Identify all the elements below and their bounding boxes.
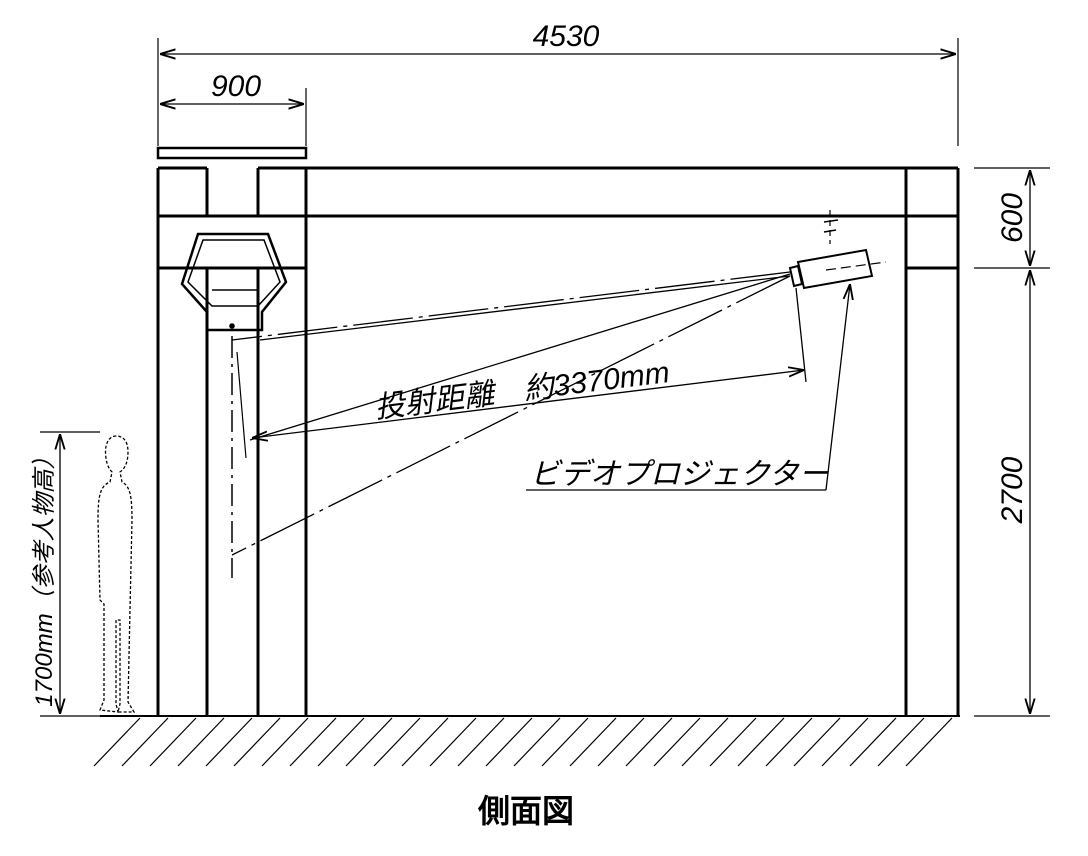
hatch-stroke: [345, 717, 393, 767]
hatch-stroke: [317, 717, 365, 767]
hatch-stroke: [849, 717, 897, 767]
hatch-stroke: [653, 717, 701, 767]
person-height-dimension: 1700mm（参考人物高）: [31, 431, 100, 717]
screen-housing: [180, 232, 288, 578]
overall-width-dimension: 4530: [157, 20, 959, 146]
ground-hatch-icon: [93, 717, 953, 767]
hatch-stroke: [765, 717, 813, 767]
hatch-stroke: [429, 717, 477, 767]
video-projector-icon: [788, 210, 887, 290]
clear-height-value: 2700: [996, 456, 1029, 524]
hatch-stroke: [821, 717, 869, 767]
hatch-stroke: [261, 717, 309, 767]
hatch-stroke: [681, 717, 729, 767]
hatch-stroke: [737, 717, 785, 767]
height-dimensions: 600 2700: [974, 167, 1050, 717]
hatch-stroke: [289, 717, 337, 767]
projection-beam: [231, 271, 807, 556]
projector-label: ビデオプロジェクター: [530, 458, 830, 491]
hatch-stroke: [877, 717, 925, 767]
hatch-stroke: [373, 717, 421, 767]
hatch-stroke: [177, 717, 225, 767]
hatch-stroke: [597, 717, 645, 767]
hatch-stroke: [149, 717, 197, 767]
hatch-stroke: [93, 717, 141, 767]
ground: [93, 715, 960, 767]
hatch-stroke: [401, 717, 449, 767]
overall-width-value: 4530: [533, 20, 600, 53]
column-width-value: 900: [211, 70, 261, 103]
hatch-stroke: [485, 717, 533, 767]
projection-distance-dimension: 投射距離 約3370mm: [252, 356, 804, 438]
hatch-stroke: [793, 717, 841, 767]
column-width-dimension: 900: [160, 70, 307, 146]
hatch-stroke: [541, 717, 589, 767]
hatch-stroke: [709, 717, 757, 767]
hatch-stroke: [233, 717, 281, 767]
drawing-title: 側面図: [477, 792, 574, 830]
person-silhouette-icon: [97, 435, 136, 713]
hatch-stroke: [569, 717, 617, 767]
person-height-label: 1700mm（参考人物高）: [31, 445, 58, 706]
hatch-stroke: [205, 717, 253, 767]
hatch-stroke: [121, 717, 169, 767]
hatch-stroke: [513, 717, 561, 767]
frame-structure: [156, 146, 960, 716]
hatch-stroke: [457, 717, 505, 767]
hatch-stroke: [905, 717, 953, 767]
projection-distance-label: 投射距離 約3370mm: [373, 356, 672, 425]
hatch-stroke: [625, 717, 673, 767]
top-plate: [156, 146, 308, 160]
projector-callout: ビデオプロジェクター: [526, 284, 850, 491]
beam-height-value: 600: [996, 193, 1029, 243]
